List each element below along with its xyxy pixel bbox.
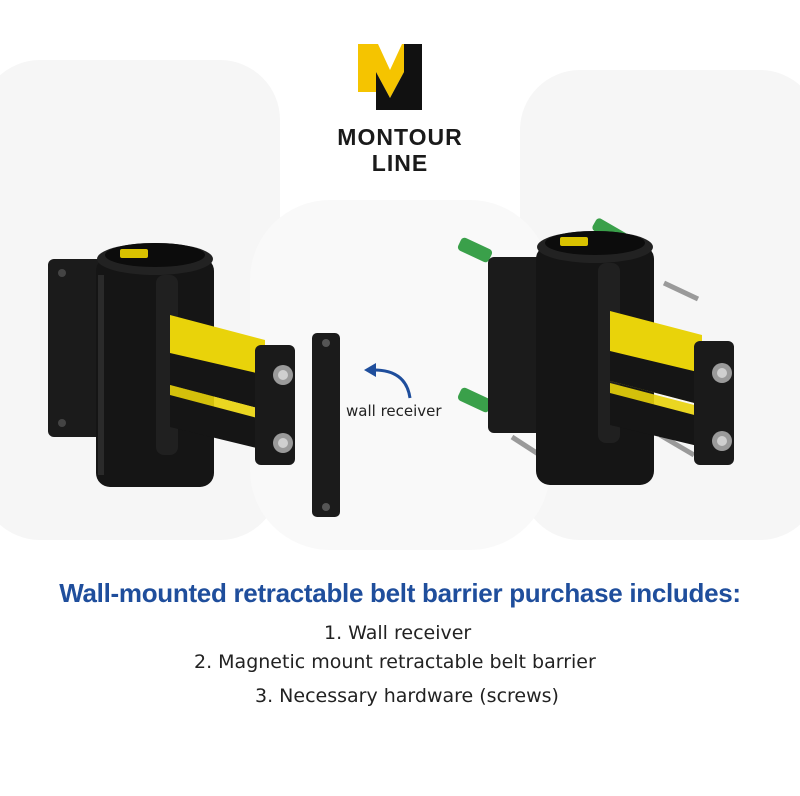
include-item-1: 1. Wall receiver xyxy=(324,622,472,644)
callout-arrow-icon xyxy=(364,363,412,399)
brand-logo-icon xyxy=(358,44,422,110)
left-product-image xyxy=(48,243,340,517)
wall-receiver-label: wall receiver xyxy=(346,402,442,420)
right-product-image xyxy=(457,218,734,485)
brand-name-line2: LINE xyxy=(371,150,429,176)
include-item-2: 2. Magnetic mount retractable belt barri… xyxy=(194,651,596,673)
headline: Wall-mounted retractable belt barrier pu… xyxy=(59,578,741,608)
brand-name-line1: MONTOUR xyxy=(337,124,463,150)
include-item-3: 3. Necessary hardware (screws) xyxy=(255,685,559,707)
